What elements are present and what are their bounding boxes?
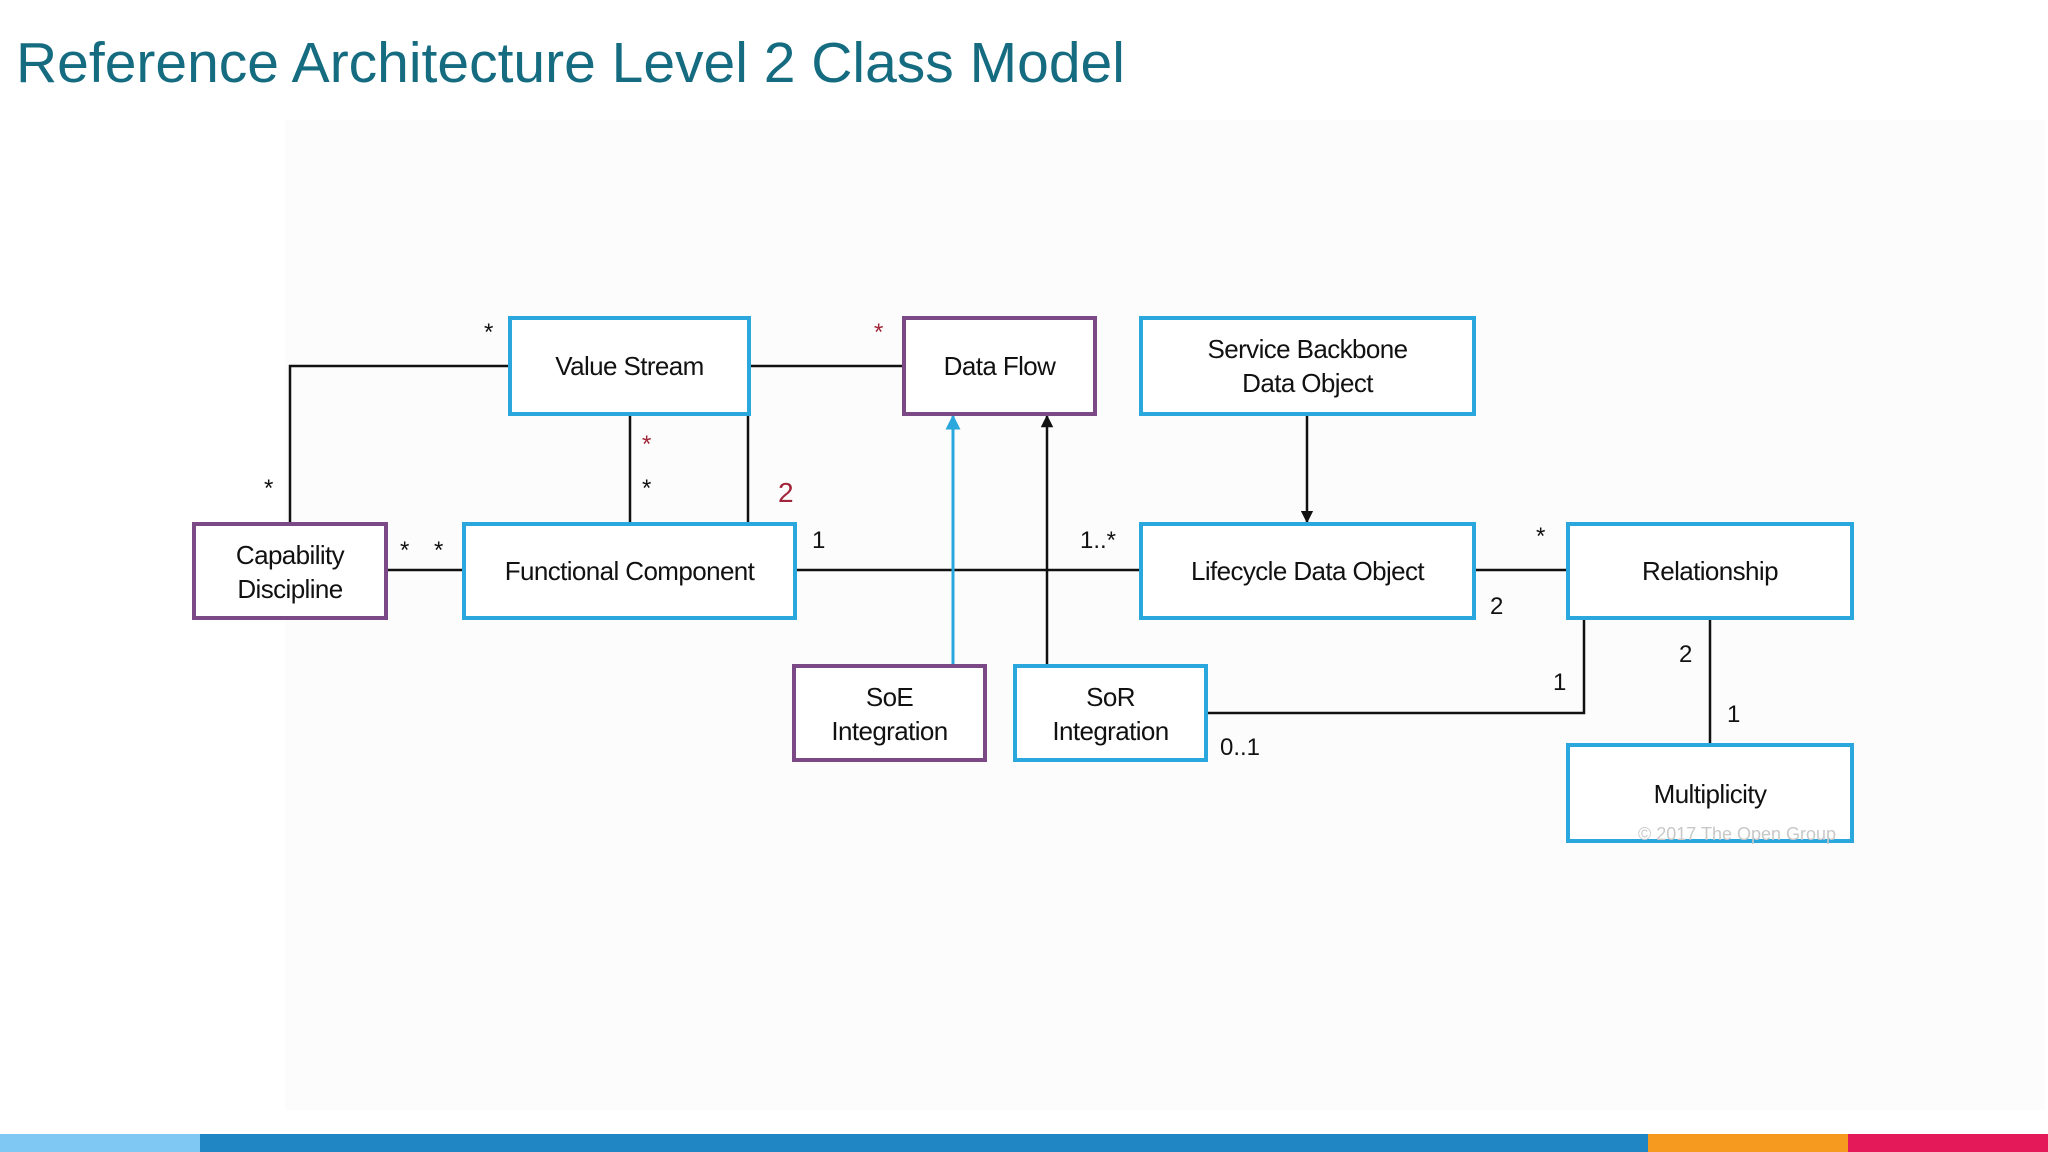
box-label: Relationship [1642,556,1778,586]
box-label: Value Stream [555,351,703,381]
box-data-flow[interactable]: Data Flow [902,316,1097,416]
box-label: Multiplicity [1654,779,1767,809]
link-sor-relationship [1206,618,1586,715]
footer-segment-blue [200,1134,1648,1152]
copyright-watermark: © 2017 The Open Group [1638,824,1836,844]
mult-label: 2 [778,477,794,508]
box-soe-integration[interactable]: SoE Integration [792,664,987,762]
footer-segment-orange [1648,1134,1848,1152]
box-label-line2: Integration [1052,716,1168,746]
mult-label: * [434,537,443,564]
mult-label: * [400,537,409,564]
mult-label: 1 [1553,669,1566,696]
page-title: Reference Architecture Level 2 Class Mod… [16,31,1125,95]
box-label: Data Flow [944,351,1056,381]
box-functional-component[interactable]: Functional Component [462,522,797,620]
box-lifecycle-data-object[interactable]: Lifecycle Data Object [1139,522,1476,620]
link-valuestream-capability [288,364,510,524]
box-label-line2: Discipline [237,574,342,604]
box-capability-discipline[interactable]: Capability Discipline [192,522,388,620]
box-sor-integration[interactable]: SoR Integration [1013,664,1208,762]
box-label-line1: SoR [1086,682,1135,712]
box-label: Lifecycle Data Object [1191,556,1425,586]
mult-label: 2 [1490,593,1503,620]
box-service-backbone-data-object[interactable]: Service Backbone Data Object [1139,316,1476,416]
mult-label: * [874,319,883,346]
footer-segment-light-blue [0,1134,200,1152]
box-label-line1: SoE [866,682,914,712]
mult-label: 2 [1679,641,1692,668]
box-label: Functional Component [505,556,756,586]
box-multiplicity[interactable]: Multiplicity [1566,743,1854,843]
mult-label: * [484,319,493,346]
mult-label: 1 [812,527,825,554]
mult-label: * [642,431,651,458]
box-value-stream[interactable]: Value Stream [508,316,751,416]
link-dataflow-functionalcomponent [746,364,904,524]
mult-label: 1 [1727,701,1740,728]
multiplicity-labels: * * * * * * * 2 1 1..* 2 * 1 2 1 0..1 [264,319,1740,761]
mult-label: 0..1 [1220,734,1260,761]
box-label-line2: Integration [831,716,947,746]
mult-label: * [264,475,273,502]
mult-label: * [1536,523,1545,550]
footer-color-bar [0,1134,2048,1152]
box-label-line1: Service Backbone [1208,334,1408,364]
box-label-line2: Data Object [1242,368,1374,398]
mult-label: * [642,475,651,502]
box-relationship[interactable]: Relationship [1566,522,1854,620]
box-label-line1: Capability [236,540,345,570]
mult-label: 1..* [1080,527,1116,554]
footer-segment-pink [1848,1134,2048,1152]
